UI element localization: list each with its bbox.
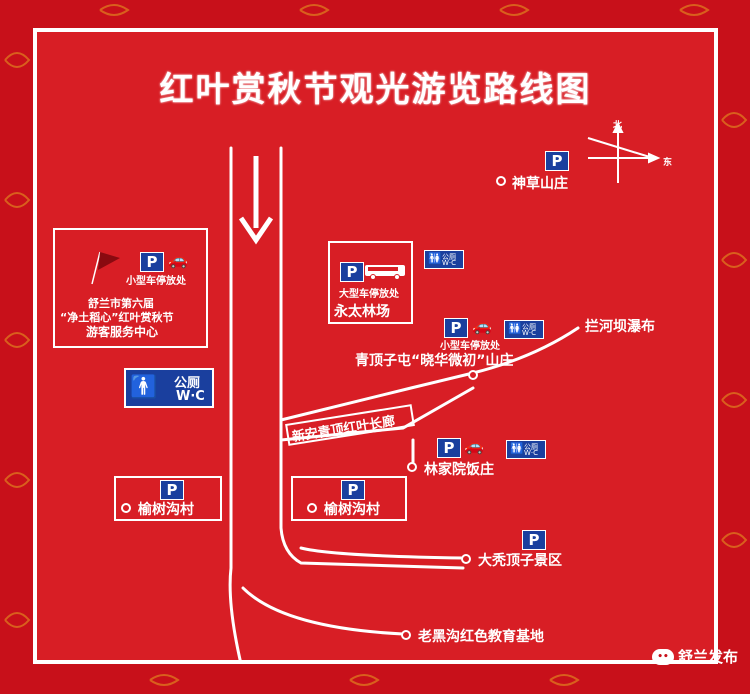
location-marker-qingdingzi[interactable] [468, 370, 478, 380]
parking-badge-datudingzi: P [522, 530, 546, 550]
parking-badge-yushugou-left: P [160, 480, 184, 500]
place-linjia[interactable]: 林家院饭庄 [424, 462, 494, 478]
restroom-sign: 🚹 公厕 W·C [124, 368, 214, 408]
parking-badge-qingdingzi: P [444, 318, 468, 338]
direction-arrow [238, 156, 274, 245]
place-yushugou-right[interactable]: 榆树沟村 [324, 502, 380, 518]
place-shencao[interactable]: 神草山庄 [512, 176, 568, 192]
car-icon: 🚗 [168, 250, 188, 269]
visitor-parking-label: 小型车停放处 [126, 276, 186, 287]
place-datudingzi[interactable]: 大秃顶子景区 [478, 553, 562, 569]
qingdingzi-parking-label: 小型车停放处 [440, 341, 500, 352]
car-icon: 🚗 [472, 316, 492, 335]
compass-north-label: 北 [613, 121, 623, 131]
map-title: 红叶赏秋节观光游览路线图 [159, 70, 592, 110]
road-changlang-b [279, 386, 475, 442]
main-road-right [279, 146, 465, 570]
route-lines [228, 121, 661, 664]
location-marker-laoheigou[interactable] [401, 630, 411, 640]
restroom-sub: W·C [176, 389, 205, 404]
visitor-center-box [53, 228, 208, 348]
place-lanheba[interactable]: 拦河坝瀑布 [585, 319, 655, 335]
location-marker-yushugou-right[interactable] [307, 503, 317, 513]
parking-badge-yushugou-right: P [341, 480, 365, 500]
parking-badge-shencao: P [545, 151, 569, 171]
place-yongtai[interactable]: 永太林场 [334, 304, 390, 320]
watermark-text: 舒兰发布 [677, 648, 738, 666]
car-icon: 🚗 [464, 436, 484, 455]
location-marker-linjia[interactable] [407, 462, 417, 472]
road-laoheigou [241, 586, 405, 636]
yushugou-left-box [114, 476, 222, 521]
compass-arrows [587, 121, 661, 183]
visitor-center-line1: 舒兰市第六届 [88, 297, 154, 310]
road-changlang-a [279, 371, 475, 422]
road-lanheba [471, 326, 580, 375]
yushugou-right-box [291, 476, 407, 521]
parking-badge-linjia: P [437, 438, 461, 458]
restroom-figures-icon: 🚹 [130, 375, 158, 400]
main-road-left [228, 146, 243, 664]
parking-badge-visitor: P [140, 252, 164, 272]
visitor-center-line2: “净土稻心”红叶赏秋节 [60, 311, 174, 324]
place-qingdingzi[interactable]: 青顶子屯“晓华微初”山庄 [355, 353, 514, 369]
bus-icon [365, 265, 405, 280]
restroom-label: 公厕 [174, 376, 201, 391]
location-marker-shencao[interactable] [496, 176, 506, 186]
visitor-center-name[interactable]: 游客服务中心 [86, 325, 159, 339]
wechat-icon: •• [651, 648, 674, 665]
compass-east-label: 东 [663, 158, 673, 168]
wechat-watermark: •• 舒兰发布 [651, 646, 738, 667]
parking-badge-yongtai: P [340, 262, 364, 282]
road-datudingzi [299, 546, 465, 560]
yongtai-box [328, 241, 413, 324]
place-laoheigou[interactable]: 老黑沟红色教育基地 [418, 629, 544, 645]
flag-icon [91, 251, 120, 285]
place-yushugou-left[interactable]: 榆树沟村 [138, 502, 194, 518]
yongtai-parking-label: 大型车停放处 [339, 289, 399, 300]
location-marker-yushugou-left[interactable] [121, 503, 131, 513]
location-marker-datudingzi[interactable] [461, 554, 471, 564]
